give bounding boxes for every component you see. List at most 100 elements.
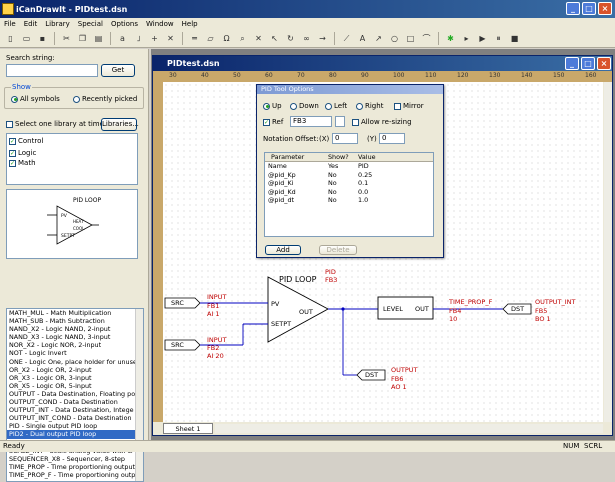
pause-icon[interactable]: ⏸: [496, 34, 501, 43]
no-connect-icon[interactable]: ✕: [255, 34, 262, 43]
ref-checkbox[interactable]: ✓Ref: [263, 118, 284, 126]
symbol-list-item[interactable]: OR_X3 - Logic OR, 3-input: [9, 373, 92, 382]
x-offset-field[interactable]: 0: [332, 133, 358, 144]
label-icon[interactable]: ▱: [207, 34, 214, 43]
step-icon[interactable]: ▸: [464, 34, 469, 43]
symbol-list-item[interactable]: OUTPUT - Data Destination, Floating po: [9, 389, 136, 398]
line-draw-icon[interactable]: ↗: [375, 34, 382, 43]
document-titlebar: PIDtest.dsn _ □ ×: [153, 56, 612, 71]
wire-icon[interactable]: ˩: [136, 34, 141, 43]
symbol-list-item[interactable]: MATH_MUL - Math Multiplication: [9, 309, 112, 317]
get-button[interactable]: Get: [101, 64, 135, 77]
status-text: Ready: [3, 442, 25, 450]
symbol-list-item[interactable]: ONE - Logic One, place holder for unuse: [9, 357, 137, 366]
menu-options[interactable]: Options: [111, 20, 139, 28]
symbol-list-item[interactable]: OUTPUT_INT - Data Destination, Intege: [9, 406, 134, 415]
select-icon[interactable]: ↖: [271, 34, 278, 43]
left-radio[interactable]: Left: [325, 102, 347, 110]
save-icon[interactable]: ▪: [39, 34, 46, 43]
right-radio[interactable]: Right: [356, 102, 383, 110]
junction-icon[interactable]: +: [151, 34, 158, 43]
symbol-list-item[interactable]: MATH_SUB - Math Subtraction: [9, 317, 105, 326]
ref-extra-field[interactable]: [335, 116, 345, 127]
rotate-icon[interactable]: ↻: [287, 34, 294, 43]
rectangle-icon[interactable]: □: [406, 34, 415, 43]
up-radio[interactable]: Up: [263, 102, 282, 110]
minimize-icon[interactable]: _: [566, 2, 580, 15]
doc-minimize-icon[interactable]: _: [565, 57, 579, 70]
menu-edit[interactable]: Edit: [23, 20, 38, 28]
symbol-list-item[interactable]: SEQUENCER_X8 - Sequencer, 8-step: [9, 454, 125, 463]
symbol-list-item[interactable]: PID - Single output PID loop: [9, 422, 98, 431]
symbol-list-item[interactable]: OR_X2 - Logic OR, 2-input: [9, 365, 92, 374]
close-icon[interactable]: ×: [598, 2, 612, 15]
circle-icon[interactable]: ○: [391, 34, 398, 43]
symbol-list-item[interactable]: PID2 - Dual output PID loop: [7, 430, 143, 439]
all-symbols-radio[interactable]: All symbols: [11, 95, 60, 103]
symbol-list-item[interactable]: NAND_X2 - Logic NAND, 2-input: [9, 325, 111, 334]
library-item[interactable]: ✓Math: [9, 159, 36, 167]
copy-icon[interactable]: ❐: [78, 34, 87, 43]
table-header: Parameter Show? Value: [265, 153, 433, 162]
delete-button[interactable]: Delete: [319, 245, 357, 255]
stop-icon[interactable]: ■: [510, 34, 519, 43]
sheet-tab[interactable]: Sheet 1: [163, 423, 213, 434]
search-input[interactable]: [6, 64, 98, 77]
recently-picked-radio[interactable]: Recently picked: [73, 95, 137, 103]
y-offset-field[interactable]: 0: [379, 133, 405, 144]
text-tool-icon[interactable]: A: [359, 34, 366, 43]
menu-help[interactable]: Help: [181, 20, 198, 28]
resize-checkbox[interactable]: Allow re-sizing: [352, 118, 412, 126]
symbol-list-item[interactable]: OUTPUT_COND - Data Destination: [9, 398, 118, 407]
line-tool-icon[interactable]: ⟋: [343, 34, 350, 43]
symbol-list-item[interactable]: NOT - Logic Invert: [9, 349, 67, 358]
symbol-list-item[interactable]: OUTPUT_INT_COND - Data Destination: [9, 414, 132, 423]
canvas-vscrollbar[interactable]: [604, 82, 612, 422]
omega-icon[interactable]: Ω: [223, 34, 230, 43]
symbol-list-item[interactable]: OR_X5 - Logic OR, 5-input: [9, 381, 92, 390]
symbol-list-item[interactable]: NAND_X3 - Logic NAND, 3-input: [9, 333, 111, 342]
play-icon[interactable]: ▶: [479, 34, 486, 43]
arrow-icon[interactable]: →: [319, 34, 326, 43]
zoom-icon[interactable]: ⌕: [240, 34, 245, 43]
menu-special[interactable]: Special: [77, 20, 103, 28]
link-icon[interactable]: ∞: [303, 34, 310, 43]
library-item[interactable]: ✓Control: [9, 137, 44, 145]
delete-icon[interactable]: ✕: [167, 34, 174, 43]
doc-close-icon[interactable]: ×: [597, 57, 611, 70]
mirror-checkbox[interactable]: Mirror: [394, 102, 424, 110]
symbol-list-item[interactable]: NOR_X2 - Logic NOR, 2-input: [9, 341, 102, 350]
ruler-tick-label: 150: [553, 72, 565, 79]
library-item[interactable]: ✓Logic: [9, 149, 37, 157]
symbol-list-scrollbar[interactable]: [135, 309, 143, 481]
maximize-icon[interactable]: □: [582, 2, 596, 15]
add-button[interactable]: Add: [265, 245, 301, 255]
text-icon[interactable]: a: [120, 34, 125, 43]
menu-file[interactable]: File: [4, 20, 16, 28]
bus-icon[interactable]: ═: [192, 34, 197, 43]
svg-text:AI 1: AI 1: [207, 310, 220, 318]
doc-maximize-icon[interactable]: □: [581, 57, 595, 70]
run-icon[interactable]: ✱: [447, 34, 454, 43]
menu-library[interactable]: Library: [45, 20, 70, 28]
menu-window[interactable]: Window: [146, 20, 174, 28]
canvas-hscrollbar[interactable]: [215, 424, 603, 433]
paste-icon[interactable]: ▤: [94, 34, 103, 43]
ref-field[interactable]: FB3: [290, 116, 332, 127]
new-icon[interactable]: ▯: [8, 34, 13, 43]
one-library-checkbox[interactable]: Select one library at time:: [6, 120, 106, 128]
arc-icon[interactable]: ⌒: [422, 34, 431, 43]
cut-icon[interactable]: ✂: [63, 34, 70, 43]
symbol-list-item[interactable]: TIME_PROP - Time proportioning output: [9, 462, 136, 471]
libraries-button[interactable]: Libraries...: [101, 118, 139, 131]
pid-title: PID LOOP: [279, 275, 317, 284]
down-radio[interactable]: Down: [290, 102, 319, 110]
open-icon[interactable]: ▭: [22, 34, 31, 43]
symbol-list-item[interactable]: TIME_PROP_F - Time proportioning outp: [9, 470, 136, 479]
table-cell: 0.0: [358, 187, 369, 196]
